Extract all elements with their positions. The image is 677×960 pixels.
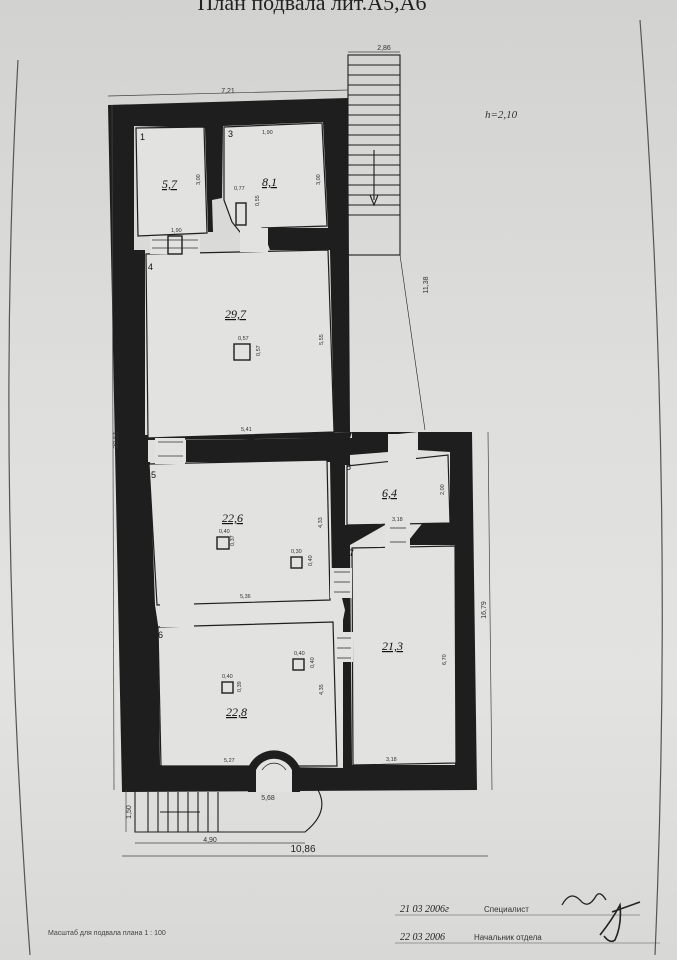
room-area-3: 8,1	[262, 175, 277, 189]
outer-walls	[108, 98, 477, 792]
room8-dim-h: 3,18	[392, 517, 403, 523]
room5-column2-v: 0,40	[308, 555, 314, 566]
room1-dim-v: 3,00	[196, 174, 202, 185]
room-number-3: 3	[228, 129, 233, 139]
room7-dim-h: 3,18	[386, 757, 397, 763]
room5-dim-h: 5,36	[240, 594, 251, 600]
lower-stair	[134, 789, 323, 833]
column-room5b	[290, 556, 303, 569]
room5-column2: 0,30	[291, 549, 302, 555]
room6-column2: 0,40	[294, 651, 305, 657]
room6-column-v: 0,39	[237, 681, 243, 692]
room-number-7: 7	[349, 548, 354, 558]
room6-column2-v: 0,40	[310, 657, 316, 668]
room-area-4: 29,7	[225, 307, 247, 321]
column-room5a	[216, 536, 230, 550]
room-number-6: 6	[158, 630, 163, 640]
dim-left-height: 20,51	[113, 431, 120, 449]
columns	[167, 202, 305, 694]
room3-dim-v: 3,00	[316, 174, 322, 185]
dim-top-width: 7,21	[221, 88, 235, 95]
room-area-1: 5,7	[162, 177, 178, 191]
column-room4	[233, 343, 251, 361]
door-openings	[150, 228, 416, 662]
room4-dim-h: 5,41	[241, 427, 252, 433]
room-area-6: 22,8	[226, 705, 247, 719]
room-6	[157, 621, 338, 767]
room3-niche: 0,77	[234, 186, 245, 192]
room-areas: 5,7 8,1 29,7 22,6 22,8 21,3 6,4	[162, 175, 403, 719]
room-number-5: 5	[151, 470, 156, 480]
room6-dim-h: 5,27	[224, 758, 235, 764]
room-area-8: 6,4	[382, 486, 397, 500]
height-note: h=2,10	[485, 109, 518, 121]
room8-dim-v: 2,00	[440, 484, 446, 495]
room1-dim-h: 1,90	[171, 228, 182, 234]
room6-dim-v: 4,35	[319, 684, 325, 695]
signature-block: 21 03 2006г Специалист 22 03 2006 Началь…	[395, 893, 660, 944]
room-1	[135, 126, 208, 237]
dim-right-height: 16,79	[481, 601, 488, 619]
room4-column-v: 0,57	[256, 345, 262, 356]
dim-stair-bottom-width: 4,90	[203, 837, 217, 844]
room4-dim-v: 5,55	[319, 334, 325, 345]
room7-dim-v: 6,70	[442, 654, 448, 665]
page-edge-right	[639, 19, 663, 956]
column-room6b	[221, 681, 234, 694]
room3-dim-h: 1,90	[262, 130, 273, 136]
date-specialist: 21 03 2006г	[400, 904, 449, 915]
scale-note: Масштаб для подвала плана 1 : 100	[48, 929, 166, 937]
room6-column: 0,40	[222, 674, 233, 680]
round-entry	[248, 750, 300, 792]
page-edge-left	[8, 59, 31, 956]
room-numbers: 1 3 4 5 6 7 8	[140, 129, 354, 640]
date-head: 22 03 2006	[400, 932, 445, 943]
room-5	[148, 459, 331, 606]
role-head: Начальник отдела	[474, 933, 542, 942]
room5-column-v: 0,37	[230, 535, 236, 546]
dim-bottom-width: 10,86	[290, 844, 315, 855]
room-area-5: 22,6	[222, 511, 243, 525]
upper-stair	[347, 54, 426, 431]
niche-room3	[235, 202, 247, 226]
dim-stair-width: 2,86	[377, 45, 391, 52]
overall-dimensions: 7,21 2,86 20,51 16,79 11,38 4,90 1,50 5,…	[113, 45, 488, 844]
signature-specialist	[561, 893, 607, 906]
room-dimensions: 3,00 1,90 1,90 3,00 0,77 0,55 5,41 5,55 …	[171, 130, 448, 764]
room-number-1: 1	[140, 132, 145, 142]
room5-dim-v: 4,33	[318, 517, 324, 528]
room-number-4: 4	[148, 262, 153, 272]
room4-column: 0,57	[238, 336, 249, 342]
dim-stair-bottom-depth: 1,50	[126, 805, 133, 819]
room-interiors	[135, 122, 457, 767]
dim-right-mid: 11,38	[423, 276, 430, 293]
dim-entry-width: 5,68	[261, 795, 275, 802]
signature-head	[599, 901, 641, 943]
door-hatching	[152, 239, 406, 659]
column-room6a	[292, 658, 305, 671]
room-area-7: 21,3	[382, 639, 403, 653]
room3-niche-v: 0,55	[255, 195, 261, 206]
room-number-8: 8	[346, 462, 351, 472]
column-room1	[167, 235, 183, 255]
dimension-lines	[107, 51, 493, 857]
room5-column: 0,40	[219, 529, 230, 535]
plan-title: План подвала лит.А5,А6	[197, 0, 426, 15]
role-specialist: Специалист	[484, 905, 529, 914]
room-7	[351, 545, 457, 766]
